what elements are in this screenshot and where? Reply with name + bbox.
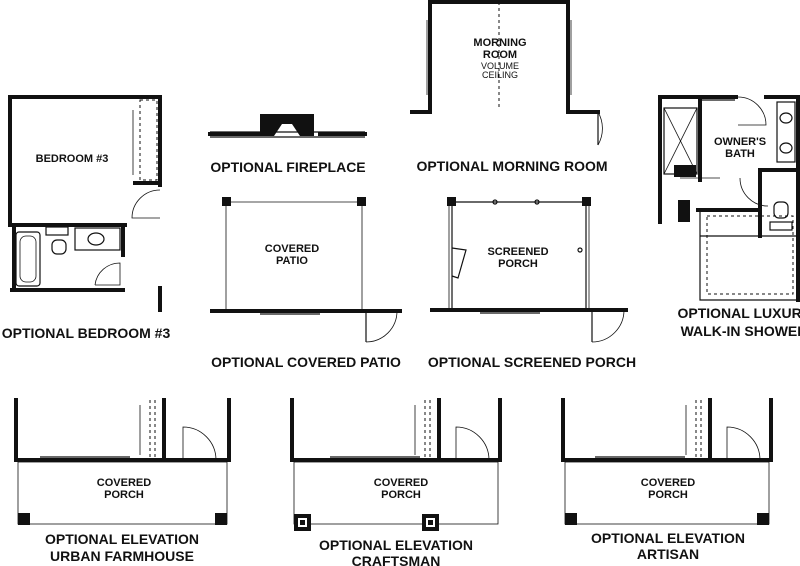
caption-optional-covered-patio: OPTIONAL COVERED PATIO [211,354,401,370]
covered-patio-label: COVERED [265,243,319,255]
farmhouse-porch-label: COVERED [97,477,151,489]
caption-elevation-artisan: OPTIONAL ELEVATION [591,530,745,546]
artisan-porch-label-2: PORCH [648,489,688,501]
morning-room-option: MORNING ROOM VOLUME CEILING OPTIONAL MOR… [410,0,608,174]
owners-bath-label: OWNER'S [714,136,766,148]
toilet [51,239,67,255]
porch-door-swing [591,309,625,343]
farmhouse-porch-label-2: PORCH [104,489,144,501]
craftsman-porch-label-2: PORCH [381,489,421,501]
screened-porch-option: SCREENED PORCH OPTIONAL SCREENED PORCH [428,197,636,370]
artisan-porch-label: COVERED [641,477,695,489]
vanity-double [776,101,796,163]
morning-room-label-2: ROOM [483,49,517,61]
caption-optional-morning-room: OPTIONAL MORNING ROOM [416,158,607,174]
artisan-door-swing [726,426,761,461]
caption-optional-bedroom3: OPTIONAL BEDROOM #3 [2,325,171,341]
morning-room-door-swing [597,111,603,146]
bedroom3-label: BEDROOM #3 [36,153,109,165]
screened-porch-label-2: PORCH [498,258,538,270]
elevation-artisan: COVERED PORCH OPTIONAL ELEVATION ARTISAN [561,398,773,562]
toilet-owner [773,201,789,219]
fireplace-option: OPTIONAL FIREPLACE [208,114,367,175]
craftsman-door-swing [455,426,490,461]
morning-room-note-2: CEILING [482,70,518,80]
bedroom-door-swing [131,189,161,219]
morning-room-note: VOLUME [481,61,519,71]
vanity [74,227,121,251]
caption-elevation-farmhouse: OPTIONAL ELEVATION [45,531,199,547]
owners-bath-label-2: BATH [725,148,755,160]
farmhouse-door-swing [182,426,217,461]
caption-optional-screened-porch: OPTIONAL SCREENED PORCH [428,354,636,370]
luxury-shower-option: OWNER'S BATH OPTIONAL LUXURY WALK-IN SHO… [658,95,800,339]
patio-door-swing [365,310,398,343]
caption-urban-farmhouse: URBAN FARMHOUSE [50,548,194,564]
elevation-craftsman: COVERED PORCH OPTIONAL ELEVATION CRAFTSM… [290,398,502,566]
screen-door [451,247,467,279]
bedroom3-option: BEDROOM #3 OPTIONAL BEDROOM #3 [2,95,171,341]
caption-optional-fireplace: OPTIONAL FIREPLACE [210,159,365,175]
screened-porch-label: SCREENED [487,246,548,258]
walk-in-closet-shelving [706,215,794,295]
bathtub [15,231,41,287]
covered-patio-label-2: PATIO [276,255,308,267]
caption-craftsman: CRAFTSMAN [352,553,441,566]
elevation-urban-farmhouse: COVERED PORCH OPTIONAL ELEVATION URBAN F… [14,398,231,564]
covered-patio-option: COVERED PATIO OPTIONAL COVERED PATIO [210,197,402,370]
closet-door-swing [739,177,769,207]
caption-optional-luxury: OPTIONAL LUXURY [677,305,800,321]
fireplace-hearth [260,114,314,136]
caption-elevation-craftsman: OPTIONAL ELEVATION [319,537,473,553]
morning-room-label: MORNING [473,37,526,49]
caption-artisan: ARTISAN [637,546,699,562]
craftsman-porch-label: COVERED [374,477,428,489]
caption-walk-in-shower: WALK-IN SHOWER [681,323,800,339]
